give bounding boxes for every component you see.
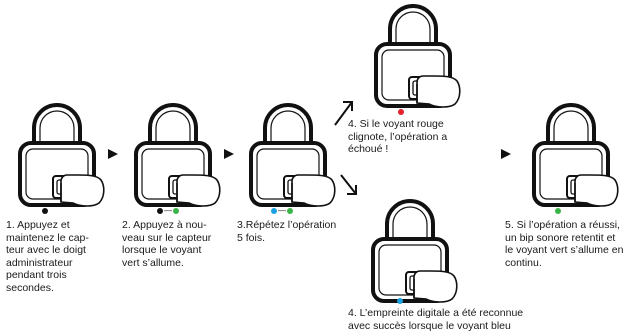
step-1-text: 1. Appuyez et maintenez le cap- teur ave… [6, 219, 89, 294]
green-led-dot [555, 208, 561, 214]
indicator-step-2: — [157, 207, 179, 215]
blue-led-dot [271, 208, 277, 214]
padlock-step-5 [531, 101, 621, 207]
indicator-step-1 [42, 207, 48, 215]
padlock-icon [134, 103, 221, 207]
step-5-text: 5. Si l’opération a réussi, un bip sonor… [505, 219, 624, 269]
padlock-step-1 [17, 101, 107, 207]
arrow-right-2 [223, 148, 235, 160]
indicator-connector: — [164, 206, 172, 215]
green-led-dot [173, 208, 179, 214]
padlock-step-4-success [370, 197, 460, 303]
padlock-step-3 [248, 101, 338, 207]
arrow-up-right [332, 98, 356, 128]
padlock-icon [18, 103, 105, 207]
arrow-right-3 [500, 148, 512, 160]
red-led-dot [398, 109, 404, 115]
black-led-dot [42, 208, 48, 214]
blue-led-dot [397, 298, 403, 304]
indicator-step-4-failed [398, 108, 404, 116]
arrow-right-1 [107, 148, 119, 160]
step-4-success-text: 4. L’empreinte digitale a été reconnue a… [348, 307, 524, 332]
indicator-connector: — [278, 206, 286, 215]
indicator-step-4-success [397, 297, 403, 305]
padlock-icon [374, 4, 461, 108]
step-2-text: 2. Appuyez à nou- veau sur le capteur lo… [122, 219, 212, 269]
padlock-icon [371, 199, 458, 303]
indicator-step-5 [555, 207, 561, 215]
padlock-icon [532, 103, 619, 207]
padlock-step-2 [133, 101, 223, 207]
indicator-step-3: — [271, 207, 293, 215]
green-led-dot [287, 208, 293, 214]
arrow-down-right [338, 172, 360, 198]
padlock-step-4-failed [373, 2, 463, 108]
step-3-text: 3.Répétez l’opération 5 fois. [237, 219, 337, 244]
black-led-dot [157, 208, 163, 214]
step-4-failed-text: 4. Si le voyant rouge clignote, l’opérat… [348, 118, 448, 156]
padlock-icon [249, 103, 336, 207]
